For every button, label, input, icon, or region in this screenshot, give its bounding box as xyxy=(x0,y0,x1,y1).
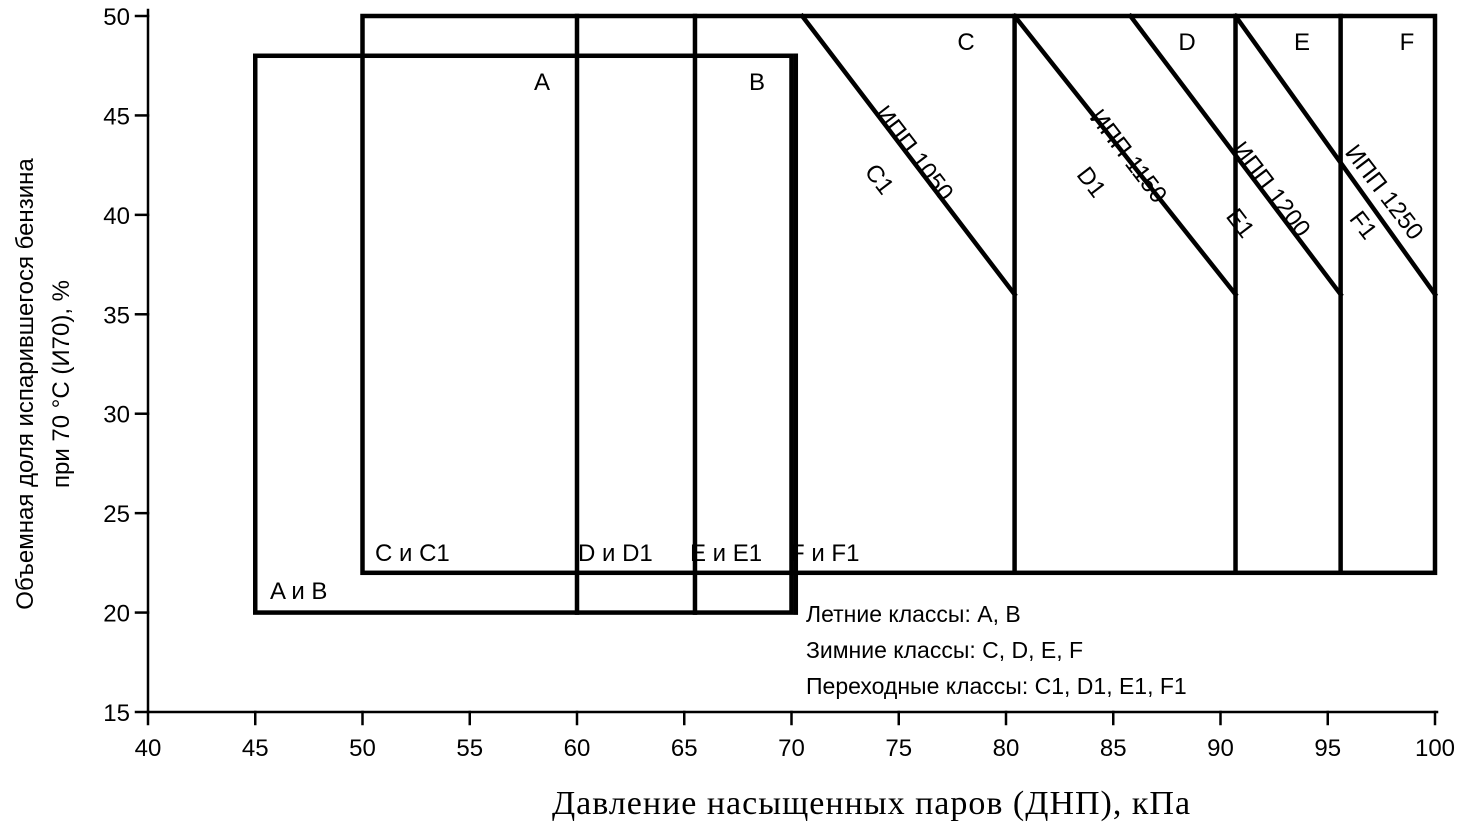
zone-label-bottom: C и C1 xyxy=(375,540,450,567)
y-tick-label: 35 xyxy=(103,302,130,329)
ipp-line xyxy=(1011,12,1239,298)
x-tick-label: 40 xyxy=(135,735,162,762)
x-tick-label: 55 xyxy=(456,735,483,762)
x-tick-label: 85 xyxy=(1100,735,1127,762)
legend-line: Зимние классы: C, D, E, F xyxy=(806,637,1083,663)
y-tick-label: 20 xyxy=(103,601,130,628)
zone-label-bottom: E и E1 xyxy=(690,540,762,567)
y-tick-label: 30 xyxy=(103,402,130,429)
region-c-f xyxy=(360,13,1438,576)
transition-class-label: D1 xyxy=(1071,162,1111,203)
legend-line: Летние классы: A, B xyxy=(806,601,1021,627)
x-tick-label: 100 xyxy=(1415,735,1455,762)
x-tick-label: 90 xyxy=(1207,735,1234,762)
class-label-top: E xyxy=(1294,29,1310,56)
zone-label-bottom: F и F1 xyxy=(790,540,859,567)
y-tick-label: 50 xyxy=(103,4,130,31)
x-tick-label: 95 xyxy=(1314,735,1341,762)
transition-class-label: E1 xyxy=(1220,204,1259,244)
y-axis-label-line: при 70 °С (И70), % xyxy=(48,280,75,488)
x-tick-label: 65 xyxy=(671,735,698,762)
y-tick-label: 45 xyxy=(103,103,130,130)
y-axis-label: Объемная доля испарившегося бензина при 7… xyxy=(12,158,75,610)
zone-label-bottom: A и B xyxy=(270,578,327,605)
y-axis-label-line: Объемная доля испарившегося бензина xyxy=(12,158,39,610)
legend-line: Переходные классы: C1, D1, E1, F1 xyxy=(806,673,1187,699)
x-axis-label: Давление насыщенных паров (ДНП), кПа xyxy=(552,785,1191,822)
ipp-line xyxy=(1232,12,1439,298)
class-label-top: F xyxy=(1400,29,1415,56)
x-tick-label: 60 xyxy=(564,735,591,762)
class-label-top: B xyxy=(749,69,765,96)
x-tick-label: 70 xyxy=(778,735,805,762)
ipp-line xyxy=(799,12,1018,298)
ipp-line xyxy=(1127,12,1344,298)
zone-label-bottom: D и D1 xyxy=(578,540,653,567)
class-label-top: A xyxy=(534,69,550,96)
x-tick-label: 80 xyxy=(993,735,1020,762)
x-tick-label: 45 xyxy=(242,735,269,762)
class-label-top: D xyxy=(1178,29,1195,56)
class-label-top: C xyxy=(957,29,974,56)
y-tick-label: 25 xyxy=(103,501,130,528)
x-tick-label: 75 xyxy=(885,735,912,762)
x-tick-label: 50 xyxy=(349,735,376,762)
transition-class-label: C1 xyxy=(859,159,899,200)
y-tick-label: 15 xyxy=(103,700,130,727)
y-tick-label: 40 xyxy=(103,203,130,230)
region-a-b xyxy=(253,53,794,615)
